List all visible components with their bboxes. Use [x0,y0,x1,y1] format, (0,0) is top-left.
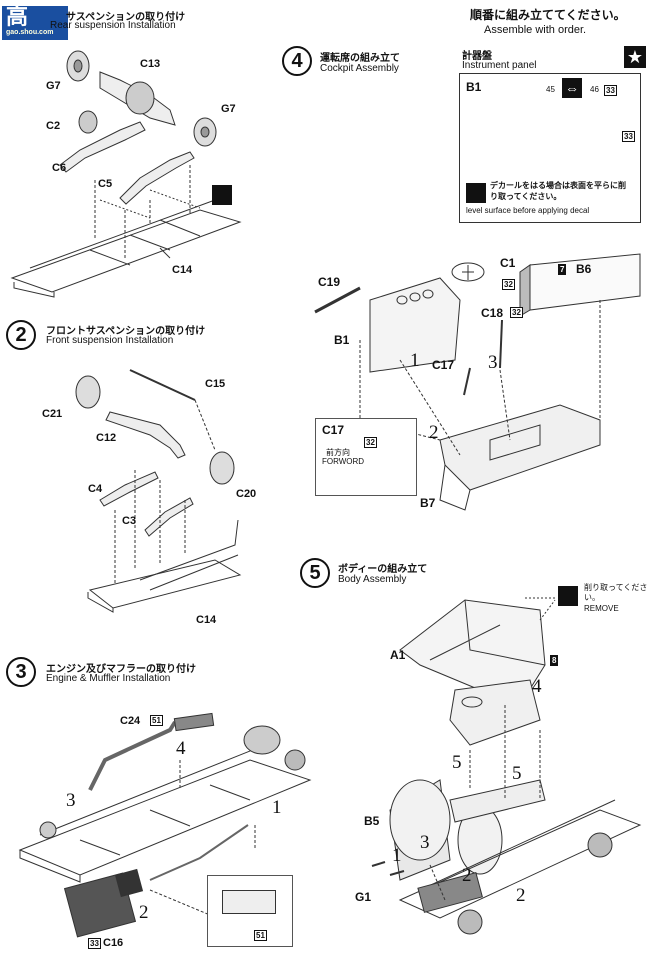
assemble-order-jp: 順番に組み立ててください。 [470,8,626,22]
seq-5-5b: 5 [512,763,522,784]
panel-note-jp: デカールをはる場合は表面を平らに削り取ってください。 [490,181,626,201]
seq-4-2: 2 [429,422,439,443]
part-label-c4: C4 [88,483,103,495]
star-icon: ★ [624,46,646,68]
cut-mark-icon-panel [466,183,486,203]
step2-number: 2 [6,320,36,350]
c17-box-part: C17 [322,423,345,437]
step1-title-jp: サスペンションの取り付け [66,12,186,23]
part-label-b7: B7 [420,496,436,510]
part-label-c20: C20 [236,488,257,500]
part-label-c5: C5 [98,178,113,190]
c17-direction-box: C17 32 前方向 FORWORD [315,418,417,496]
step4-number: 4 [282,46,312,76]
part-label-g7-right: G7 [221,103,236,115]
part-label-c19: C19 [318,275,341,289]
decal-tag-32: 32 [502,279,515,290]
c17-dir-en: FORWORD [322,457,365,466]
step5-title-jp: ボディーの組み立て [338,564,428,575]
remove-note-jp: 削り取ってください。 [584,583,648,602]
decal-tag-51: 51 [150,715,163,726]
body-drawing [371,597,642,935]
part-label-c16: C16 [103,937,124,949]
c17-dir-jp: 前方向 [326,448,350,457]
part-label-c17: C17 [432,358,455,372]
muffler-detail-shape [222,890,276,914]
logo-glyph: 高 [6,4,29,29]
muffler-detail-box: 51 [207,875,293,947]
seq-4: 4 [176,738,186,759]
part-label-b5: B5 [364,814,380,828]
part-label-a1: A1 [390,648,406,662]
step4-title-jp: 運転席の組み立て [320,53,400,64]
seq-5-1: 1 [392,845,402,866]
part-label-c15: C15 [205,378,226,390]
panel-title-jp: 計器盤 [462,51,492,62]
part-label-g7-left: G7 [46,80,61,92]
decal-46: 46 [590,85,599,94]
double-arrow-icon: ⇔ [562,78,582,98]
step3-title-jp: エンジン及びマフラーの取り付け [46,664,196,675]
step3-title-en: Engine & Muffler Installation [46,673,171,684]
step4-title-en: Cockpit Assembly [320,63,399,74]
part-label-g1: G1 [355,890,372,904]
panel-part-b1: B1 [466,80,482,94]
part-label-c12: C12 [96,432,117,444]
seq-5-3: 3 [420,832,430,853]
decal-45: 45 [546,85,555,94]
part-label-c18: C18 [481,306,504,320]
panel-note-en: level surface before applying decal [466,206,590,215]
part-label-c24: C24 [120,715,141,727]
rear-suspension-drawing [10,50,242,298]
seq-2: 2 [139,902,149,923]
instrument-panel-box [459,73,641,223]
part-label-c14: C14 [172,264,193,276]
part-label-c14-front: C14 [196,614,217,626]
seq-5-2b: 2 [516,885,526,906]
part-label-c6: C6 [52,162,67,174]
assemble-order-en: Assemble with order. [484,24,587,36]
step1-title-en: Rear suspension Installation [50,20,176,31]
seq-5-2a: 2 [462,865,472,886]
seq-3: 3 [66,790,76,811]
part-label-c3: C3 [122,515,137,527]
decal-tag-8: 8 [550,655,559,666]
step2-title-en: Front suspension Installation [46,335,174,346]
decal-tag-51-detail: 51 [254,930,267,941]
step5-number: 5 [300,558,330,588]
c17-box-tag: 32 [364,437,377,448]
seq-5-5a: 5 [452,752,462,773]
cut-mark-icon-body [558,586,578,606]
seq-1: 1 [272,797,282,818]
part-label-c1: C1 [500,256,516,270]
engine-muffler-drawing [18,712,312,938]
part-label-c2: C2 [46,120,61,132]
decal-tag-33-panel-side: 33 [622,131,635,142]
seq-4-1: 1 [410,350,420,371]
step5-title-en: Body Assembly [338,574,407,585]
part-label-b6: B6 [576,262,592,276]
brand-logo: 高 gao.shou.com [2,6,68,40]
decal-tag-33: 33 [88,938,101,949]
remove-note-en: REMOVE [584,604,619,613]
step3-number: 3 [6,657,36,687]
decal-tag-33-panel: 33 [604,85,617,96]
part-label-c13: C13 [140,58,161,70]
seq-5-4: 4 [532,676,542,697]
cut-mark-icon [212,185,232,205]
panel-title-en: Instrument panel [462,60,537,71]
logo-url: gao.shou.com [6,29,54,36]
part-label-c21: C21 [42,408,63,420]
step2-title-jp: フロントサスペンションの取り付け [46,326,206,337]
front-suspension-drawing [75,369,242,613]
part-label-b1: B1 [334,333,350,347]
decal-tag-7: 7 [558,264,567,275]
decal-tag-32-c18: 32 [510,307,523,318]
seq-4-3: 3 [488,352,498,373]
